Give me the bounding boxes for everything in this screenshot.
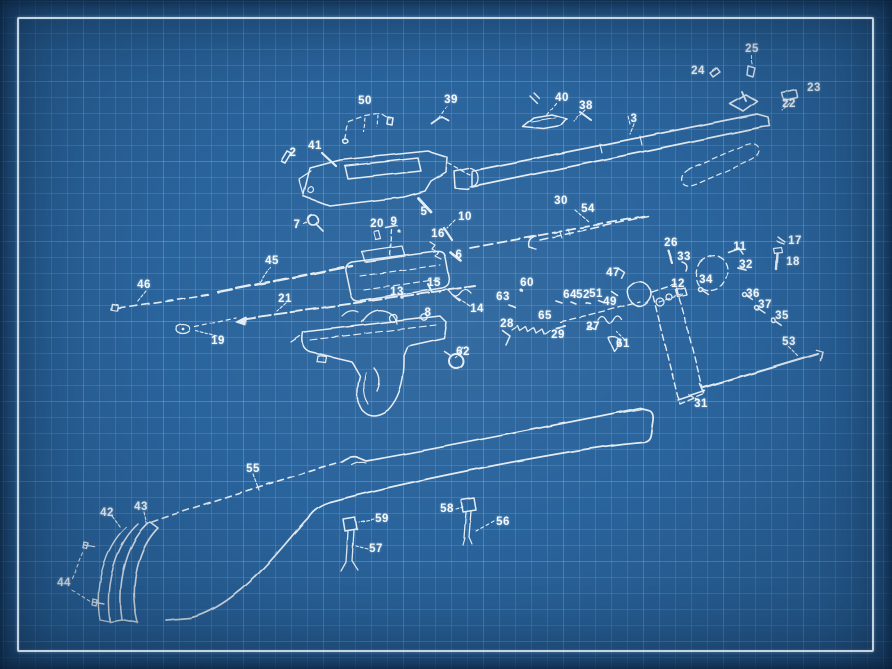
part-label-8: 8 <box>424 307 432 319</box>
part-label-29: 29 <box>551 329 565 341</box>
leader-lines <box>252 123 635 491</box>
part-label-5: 5 <box>420 206 428 218</box>
stock-screws <box>340 497 495 572</box>
part-label-54: 54 <box>581 203 595 215</box>
cleaning-rod <box>699 346 824 394</box>
part-label-49: 49 <box>603 296 617 308</box>
part-label-12: 12 <box>671 278 685 290</box>
part-label-17: 17 <box>788 235 802 247</box>
part-label-65: 65 <box>538 310 552 322</box>
part-label-16: 16 <box>431 228 445 240</box>
part-label-23: 23 <box>807 82 821 94</box>
receiver <box>298 150 479 207</box>
receiver-pins <box>280 105 450 232</box>
part-label-64: 64 <box>563 289 577 301</box>
part-label-31: 31 <box>694 398 708 410</box>
magazine <box>651 283 706 405</box>
bolt-and-slide-group <box>345 196 472 321</box>
part-label-55: 55 <box>246 463 260 475</box>
part-label-2: 2 <box>289 147 297 159</box>
part-label-41: 41 <box>308 140 322 152</box>
part-label-39: 39 <box>444 94 458 106</box>
trigger-housing-group <box>290 309 464 417</box>
part-label-46: 46 <box>137 279 151 291</box>
part-label-51: 51 <box>589 288 603 300</box>
part-label-63: 63 <box>496 291 510 303</box>
part-label-34: 34 <box>699 274 713 286</box>
part-label-60: 60 <box>520 277 534 289</box>
part-label-25: 25 <box>745 43 759 55</box>
part-label-58: 58 <box>440 503 454 515</box>
part-label-21: 21 <box>278 293 292 305</box>
part-label-40: 40 <box>555 92 569 104</box>
part-label-38: 38 <box>579 100 593 112</box>
part-label-32: 32 <box>739 259 753 271</box>
rear-sight <box>522 92 592 130</box>
part-label-61: 61 <box>616 338 630 350</box>
part-label-20: 20 <box>370 218 384 230</box>
part-label-59: 59 <box>375 513 389 525</box>
part-label-57: 57 <box>369 543 383 555</box>
part-label-26: 26 <box>664 237 678 249</box>
part-label-19: 19 <box>211 335 225 347</box>
part-label-22: 22 <box>782 98 796 110</box>
part-label-44: 44 <box>57 577 71 589</box>
part-label-42: 42 <box>100 507 114 519</box>
part-label-28: 28 <box>500 318 514 330</box>
part-label-14: 14 <box>470 303 484 315</box>
part-label-36: 36 <box>746 288 760 300</box>
part-label-9: 9 <box>390 216 398 228</box>
part-label-7: 7 <box>293 219 301 231</box>
part-label-3: 3 <box>630 113 638 125</box>
part-label-37: 37 <box>758 299 772 311</box>
stock <box>71 407 654 624</box>
part-label-56: 56 <box>496 516 510 528</box>
part-label-27: 27 <box>586 321 600 333</box>
part-label-18: 18 <box>786 256 800 268</box>
hammer-and-springs <box>501 215 688 352</box>
front-sight <box>709 55 799 112</box>
part-label-15: 15 <box>427 277 441 289</box>
barrel <box>453 113 771 190</box>
operating-rods <box>110 215 646 338</box>
part-label-10: 10 <box>458 211 472 223</box>
part-label-53: 53 <box>782 336 796 348</box>
part-label-11: 11 <box>733 241 747 253</box>
part-label-24: 24 <box>691 65 705 77</box>
part-label-33: 33 <box>677 251 691 263</box>
part-label-6: 6 <box>455 249 463 261</box>
sling-swivel <box>448 353 464 369</box>
part-label-52: 52 <box>576 289 590 301</box>
recoil-plate-and-screws <box>695 236 786 326</box>
part-label-43: 43 <box>134 501 148 513</box>
part-label-30: 30 <box>554 195 568 207</box>
part-label-47: 47 <box>606 267 620 279</box>
part-label-45: 45 <box>265 255 279 267</box>
part-label-13: 13 <box>390 286 404 298</box>
part-label-62: 62 <box>456 346 470 358</box>
part-label-35: 35 <box>775 310 789 322</box>
part-label-50: 50 <box>358 95 372 107</box>
